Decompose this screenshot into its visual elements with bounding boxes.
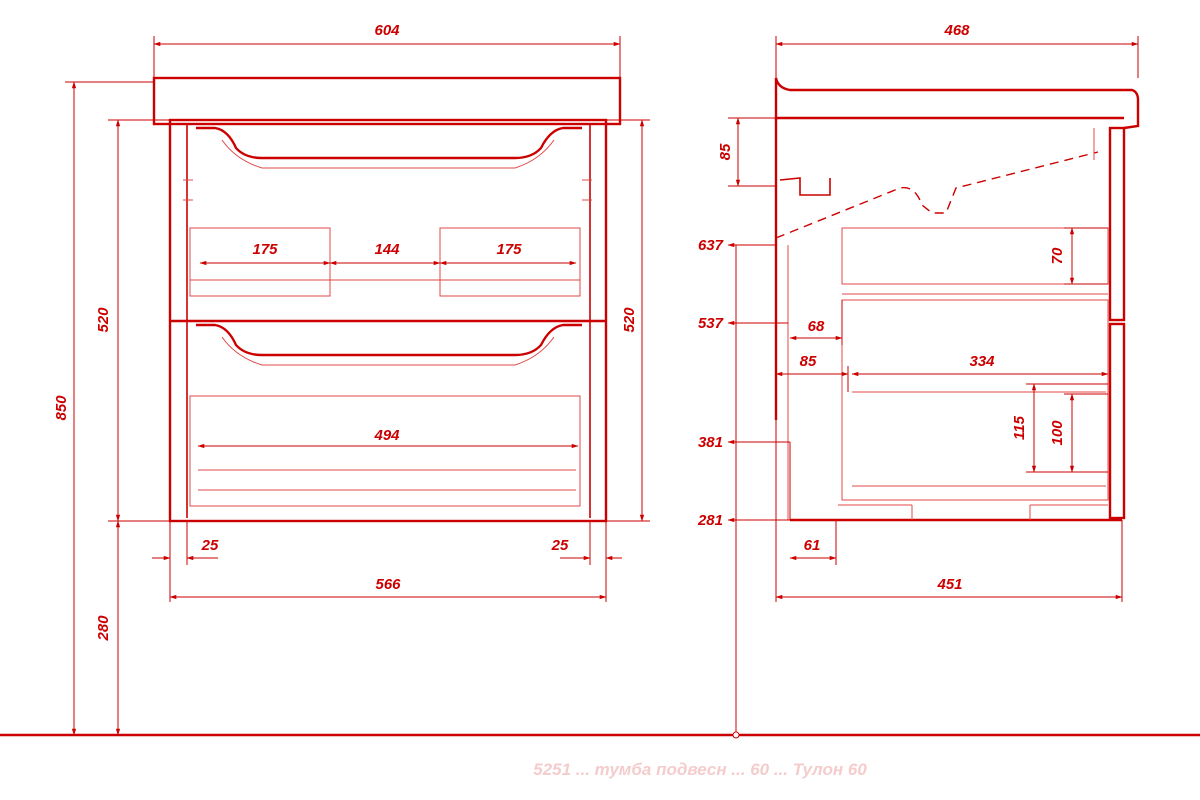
- side-lower-drawer: [841, 299, 1109, 501]
- lower-insert: [189, 395, 581, 507]
- dim-total-height: 850: [53, 395, 70, 421]
- dim-side-right: 25: [551, 537, 569, 554]
- dim-drawer-115: 115: [1011, 415, 1028, 440]
- dim-body-depth: 451: [936, 576, 962, 593]
- dim-cabinet-height-left: 520: [95, 307, 112, 333]
- dim-offset-68: 68: [808, 318, 825, 335]
- dim-height-637: 637: [698, 237, 724, 254]
- dim-side-left: 25: [201, 537, 219, 554]
- side-door-panel-lower: [1108, 322, 1126, 520]
- siphon-dashed-line: [775, 151, 1099, 239]
- countertop: [152, 76, 622, 126]
- dim-drawer-100: 100: [1049, 420, 1066, 446]
- upper-insert-left: [189, 227, 331, 297]
- dim-offset-85: 85: [800, 353, 817, 370]
- lower-drawer-handle: [196, 323, 582, 357]
- dim-top-offset: 85: [717, 143, 734, 160]
- dim-lower-insert: 494: [373, 427, 400, 444]
- dim-body-width: 566: [375, 576, 401, 593]
- dim-height-281: 281: [697, 512, 723, 529]
- dim-drawer-inner: 70: [1049, 247, 1066, 264]
- front-view: 604 850 520 280 520 175 144 175 494: [53, 22, 650, 736]
- upper-drawer-handle: [196, 126, 582, 160]
- dim-height-381: 381: [698, 434, 723, 451]
- dim-insert-left: 175: [252, 241, 278, 258]
- side-door-panel-upper: [1108, 126, 1126, 322]
- dim-insert-right: 175: [496, 241, 522, 258]
- side-countertop: [774, 77, 1140, 130]
- dim-drawer-depth: 334: [969, 353, 995, 370]
- dim-overall-width: 604: [374, 22, 400, 39]
- dim-height-537: 537: [698, 315, 724, 332]
- dim-mount-height: 280: [95, 615, 112, 642]
- side-view: 468 85 637 537 381 281 70 68 85: [697, 22, 1140, 739]
- dim-cabinet-height-right: 520: [621, 307, 638, 333]
- side-upper-drawer: [841, 227, 1109, 285]
- dim-overall-depth: 468: [943, 22, 970, 39]
- dim-insert-middle: 144: [374, 241, 400, 258]
- dim-offset-61: 61: [804, 537, 821, 554]
- upper-insert-right: [439, 227, 581, 297]
- caption: 5251 ... тумба подвесн ... 60 ... Тулон …: [533, 760, 867, 779]
